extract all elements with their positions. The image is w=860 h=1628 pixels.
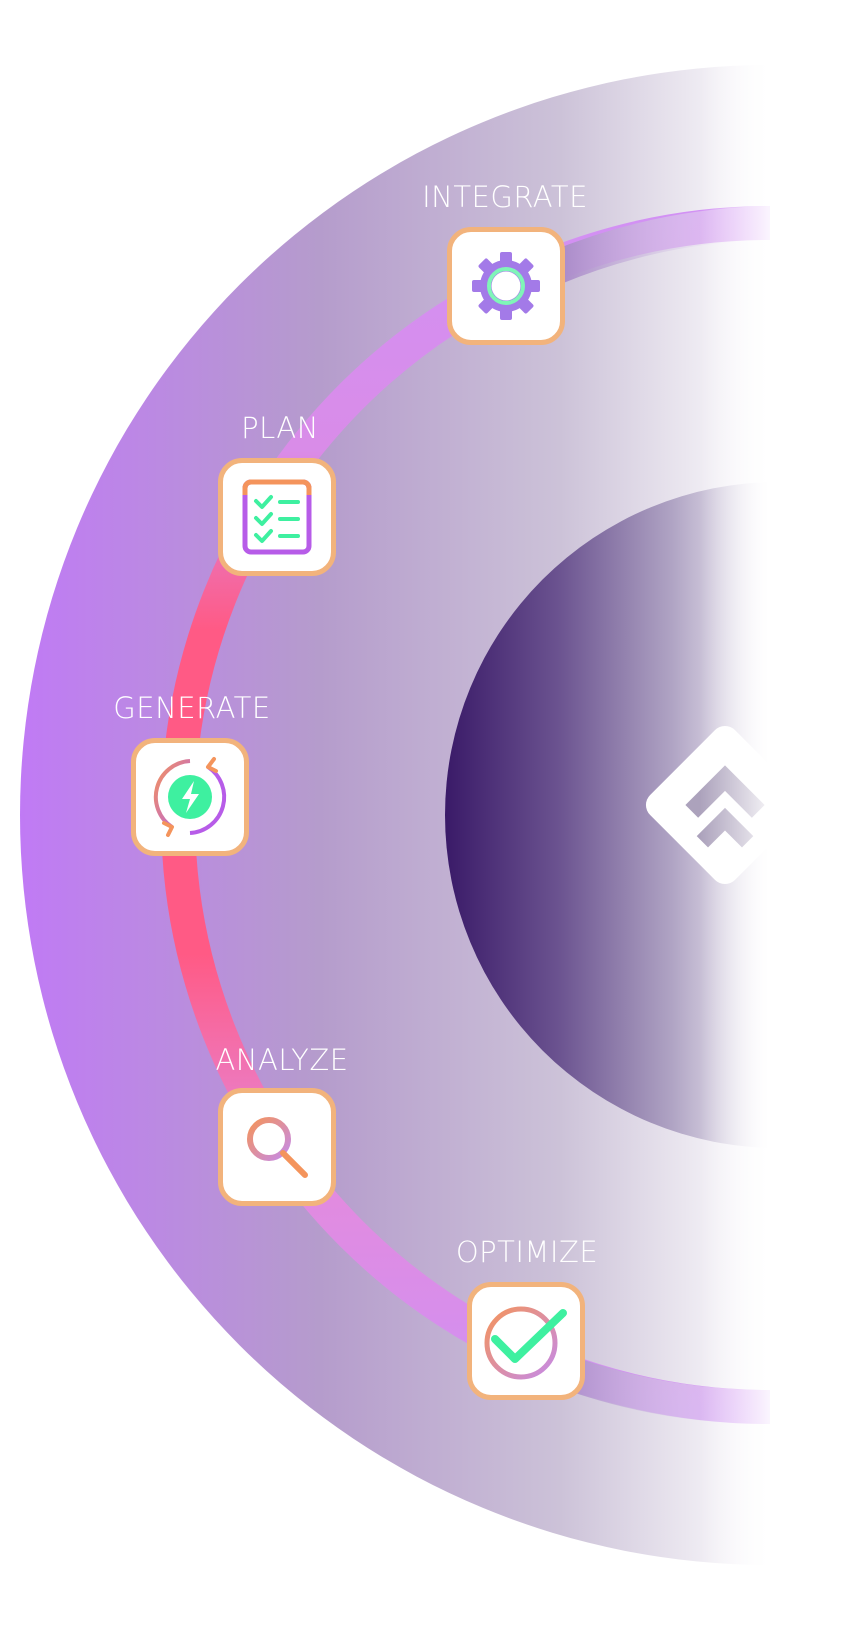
step-analyze[interactable] [218,1088,336,1206]
checklist-icon [242,479,312,555]
step-label-optimize: OPTIMIZE [455,1235,599,1269]
right-fade [700,0,860,1628]
lightning-cycle-icon [153,757,227,837]
step-label-generate: GENERATE [113,691,271,725]
step-label-plan: PLAN [241,411,319,445]
step-label-integrate: INTEGRATE [422,180,588,214]
gear-icon [472,252,540,320]
step-optimize[interactable] [467,1282,585,1400]
magnifier-icon [247,1117,308,1178]
step-generate[interactable] [131,738,249,856]
step-plan[interactable] [218,458,336,576]
check-circle-icon [484,1306,567,1380]
step-integrate[interactable] [447,227,565,345]
step-label-analyze: ANALYZE [215,1043,349,1077]
